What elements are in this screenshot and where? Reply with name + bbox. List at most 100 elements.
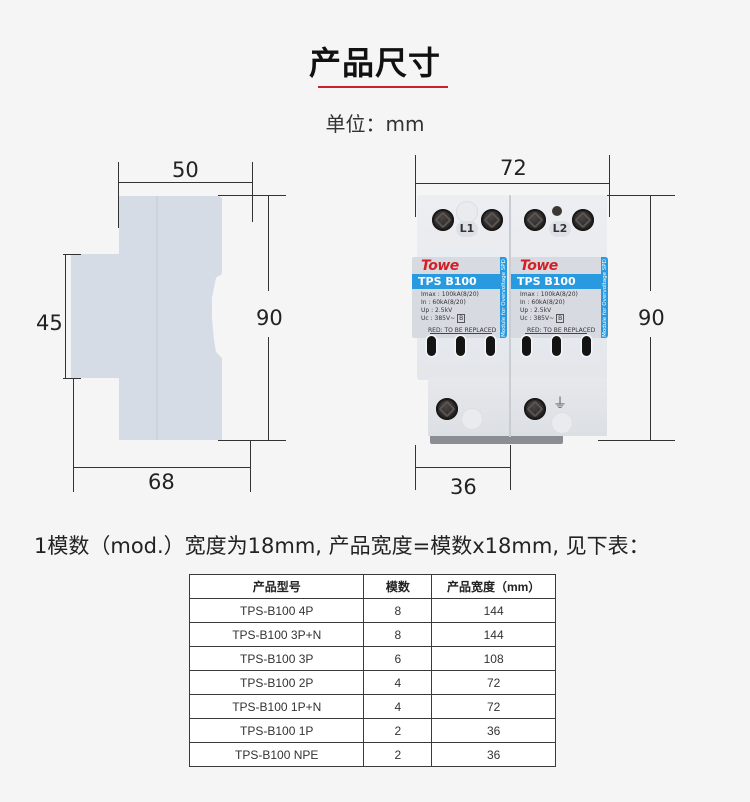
dim-extension-line [415, 155, 416, 217]
spec-row: Uc : 385V~ B [421, 314, 466, 323]
dim-line-front-width [415, 183, 610, 184]
replace-warning: RED: TO BE REPLACED [428, 327, 497, 334]
dim-line-left-height [65, 254, 66, 378]
side-strip: Module for Overvoltage SPD [601, 257, 608, 338]
brand-logo: Towe [520, 258, 558, 274]
dim-label-side-left-height: 45 [36, 311, 63, 335]
cell-modules: 8 [363, 622, 433, 647]
cell-model: TPS-B100 1P [188, 718, 365, 743]
screw-terminal-icon [481, 209, 503, 231]
dim-extension-line [609, 155, 610, 217]
product-label: Towe TPS B100 Imax : 100kA(8/20) In : 60… [412, 257, 507, 338]
spec-row: Up : 2.5kV [421, 307, 453, 314]
class-badge: B [457, 314, 466, 323]
side-strip-text: Module for Overvoltage SPD [601, 258, 608, 337]
dim-extension-line [218, 195, 286, 196]
table-row: TPS-B100 1P 2 36 [188, 718, 556, 743]
cell-model: TPS-B100 NPE [188, 742, 365, 767]
module-width-caption: 1模数（mod.）宽度为18mm, 产品宽度=模数x18mm, 见下表： [34, 534, 650, 558]
table-row: TPS-B100 3P 6 108 [188, 646, 556, 671]
dimension-table: 产品型号 模数 产品宽度（mm） TPS-B100 4P 8 144 TPS-B… [188, 574, 556, 767]
cell-width: 36 [431, 718, 556, 743]
spec-row: Imax : 100kA(8/20) [520, 291, 578, 298]
side-profile-shape [71, 196, 222, 440]
screw-terminal-icon [572, 209, 594, 231]
dim-extension-line [252, 162, 253, 222]
spec-row: Imax : 100kA(8/20) [421, 291, 479, 298]
screw-terminal-icon [524, 398, 546, 420]
dim-line-right-height [268, 195, 269, 291]
table-row: TPS-B100 NPE 2 36 [188, 742, 556, 767]
status-indicator [522, 336, 531, 356]
spec-row: Uc : 385V~ B [520, 314, 565, 323]
dim-extension-line [63, 378, 81, 379]
dim-label-front-top-width: 72 [500, 156, 527, 180]
unit-label: 单位：mm [325, 112, 425, 136]
screw-terminal-icon [436, 398, 458, 420]
column-header-width: 产品宽度（mm） [431, 574, 556, 599]
brand-logo: Towe [421, 258, 459, 274]
dim-line-right-height [268, 337, 269, 441]
indicator-window [461, 408, 483, 430]
cell-modules: 2 [363, 718, 433, 743]
cell-width: 72 [431, 694, 556, 719]
indicator-bracket [430, 333, 492, 334]
status-indicator [427, 336, 436, 356]
cell-modules: 4 [363, 670, 433, 695]
cell-model: TPS-B100 1P+N [188, 694, 365, 719]
status-indicator [582, 336, 591, 356]
indicator-bracket [525, 333, 587, 334]
cell-width: 72 [431, 670, 556, 695]
module-divider [509, 195, 511, 437]
spec-row: In : 60kA(8/20) [520, 299, 565, 306]
ground-icon: ⏚ [553, 396, 567, 412]
status-indicator [486, 336, 495, 356]
dim-extension-line [598, 440, 675, 441]
replace-warning: RED: TO BE REPLACED [527, 327, 596, 334]
screw-terminal-icon [524, 209, 546, 231]
status-indicator [552, 336, 561, 356]
dim-line-module-width [415, 467, 511, 468]
model-name: TPS B100 [412, 274, 506, 289]
table-row: TPS-B100 2P 4 72 [188, 670, 556, 695]
table-row: TPS-B100 3P+N 8 144 [188, 622, 556, 647]
dim-line-top-width [118, 182, 253, 183]
indicator-window [551, 412, 573, 434]
dim-extension-line [118, 162, 119, 228]
cell-width: 144 [431, 598, 556, 623]
indicator-window [456, 201, 478, 223]
page-title: 产品尺寸 [308, 44, 441, 82]
dim-label-front-right-height: 90 [638, 306, 665, 330]
cell-model: TPS-B100 3P [188, 646, 365, 671]
side-strip-text: Module for Overvoltage SPD [500, 258, 507, 337]
table-row: TPS-B100 1P+N 4 72 [188, 694, 556, 719]
side-strip: Module for Overvoltage SPD [500, 257, 507, 338]
dim-extension-line [250, 440, 251, 492]
cell-model: TPS-B100 4P [188, 598, 365, 623]
dim-extension-line [73, 378, 74, 492]
spec-row: In : 60kA(8/20) [421, 299, 466, 306]
spec-row: Up : 2.5kV [520, 307, 552, 314]
phase-label: L1 [456, 221, 478, 237]
cell-model: TPS-B100 3P+N [188, 622, 365, 647]
cell-model: TPS-B100 2P [188, 670, 365, 695]
dim-line-bottom-width [73, 467, 251, 468]
cell-width: 144 [431, 622, 556, 647]
dim-label-side-top-width: 50 [172, 158, 199, 182]
din-rail [430, 434, 563, 444]
cell-modules: 4 [363, 694, 433, 719]
dim-extension-line [63, 254, 81, 255]
column-header-model: 产品型号 [188, 574, 365, 599]
dim-line-front-height [650, 337, 651, 441]
column-header-modules: 模数 [363, 574, 433, 599]
cell-modules: 8 [363, 598, 433, 623]
table-header-row: 产品型号 模数 产品宽度（mm） [188, 574, 556, 599]
cell-width: 108 [431, 646, 556, 671]
status-indicator [456, 336, 465, 356]
dim-extension-line [218, 440, 286, 441]
model-name: TPS B100 [511, 274, 607, 289]
dim-extension-line [607, 195, 675, 196]
cell-modules: 6 [363, 646, 433, 671]
dim-label-side-right-height: 90 [256, 306, 283, 330]
dim-line-front-height [650, 195, 651, 291]
